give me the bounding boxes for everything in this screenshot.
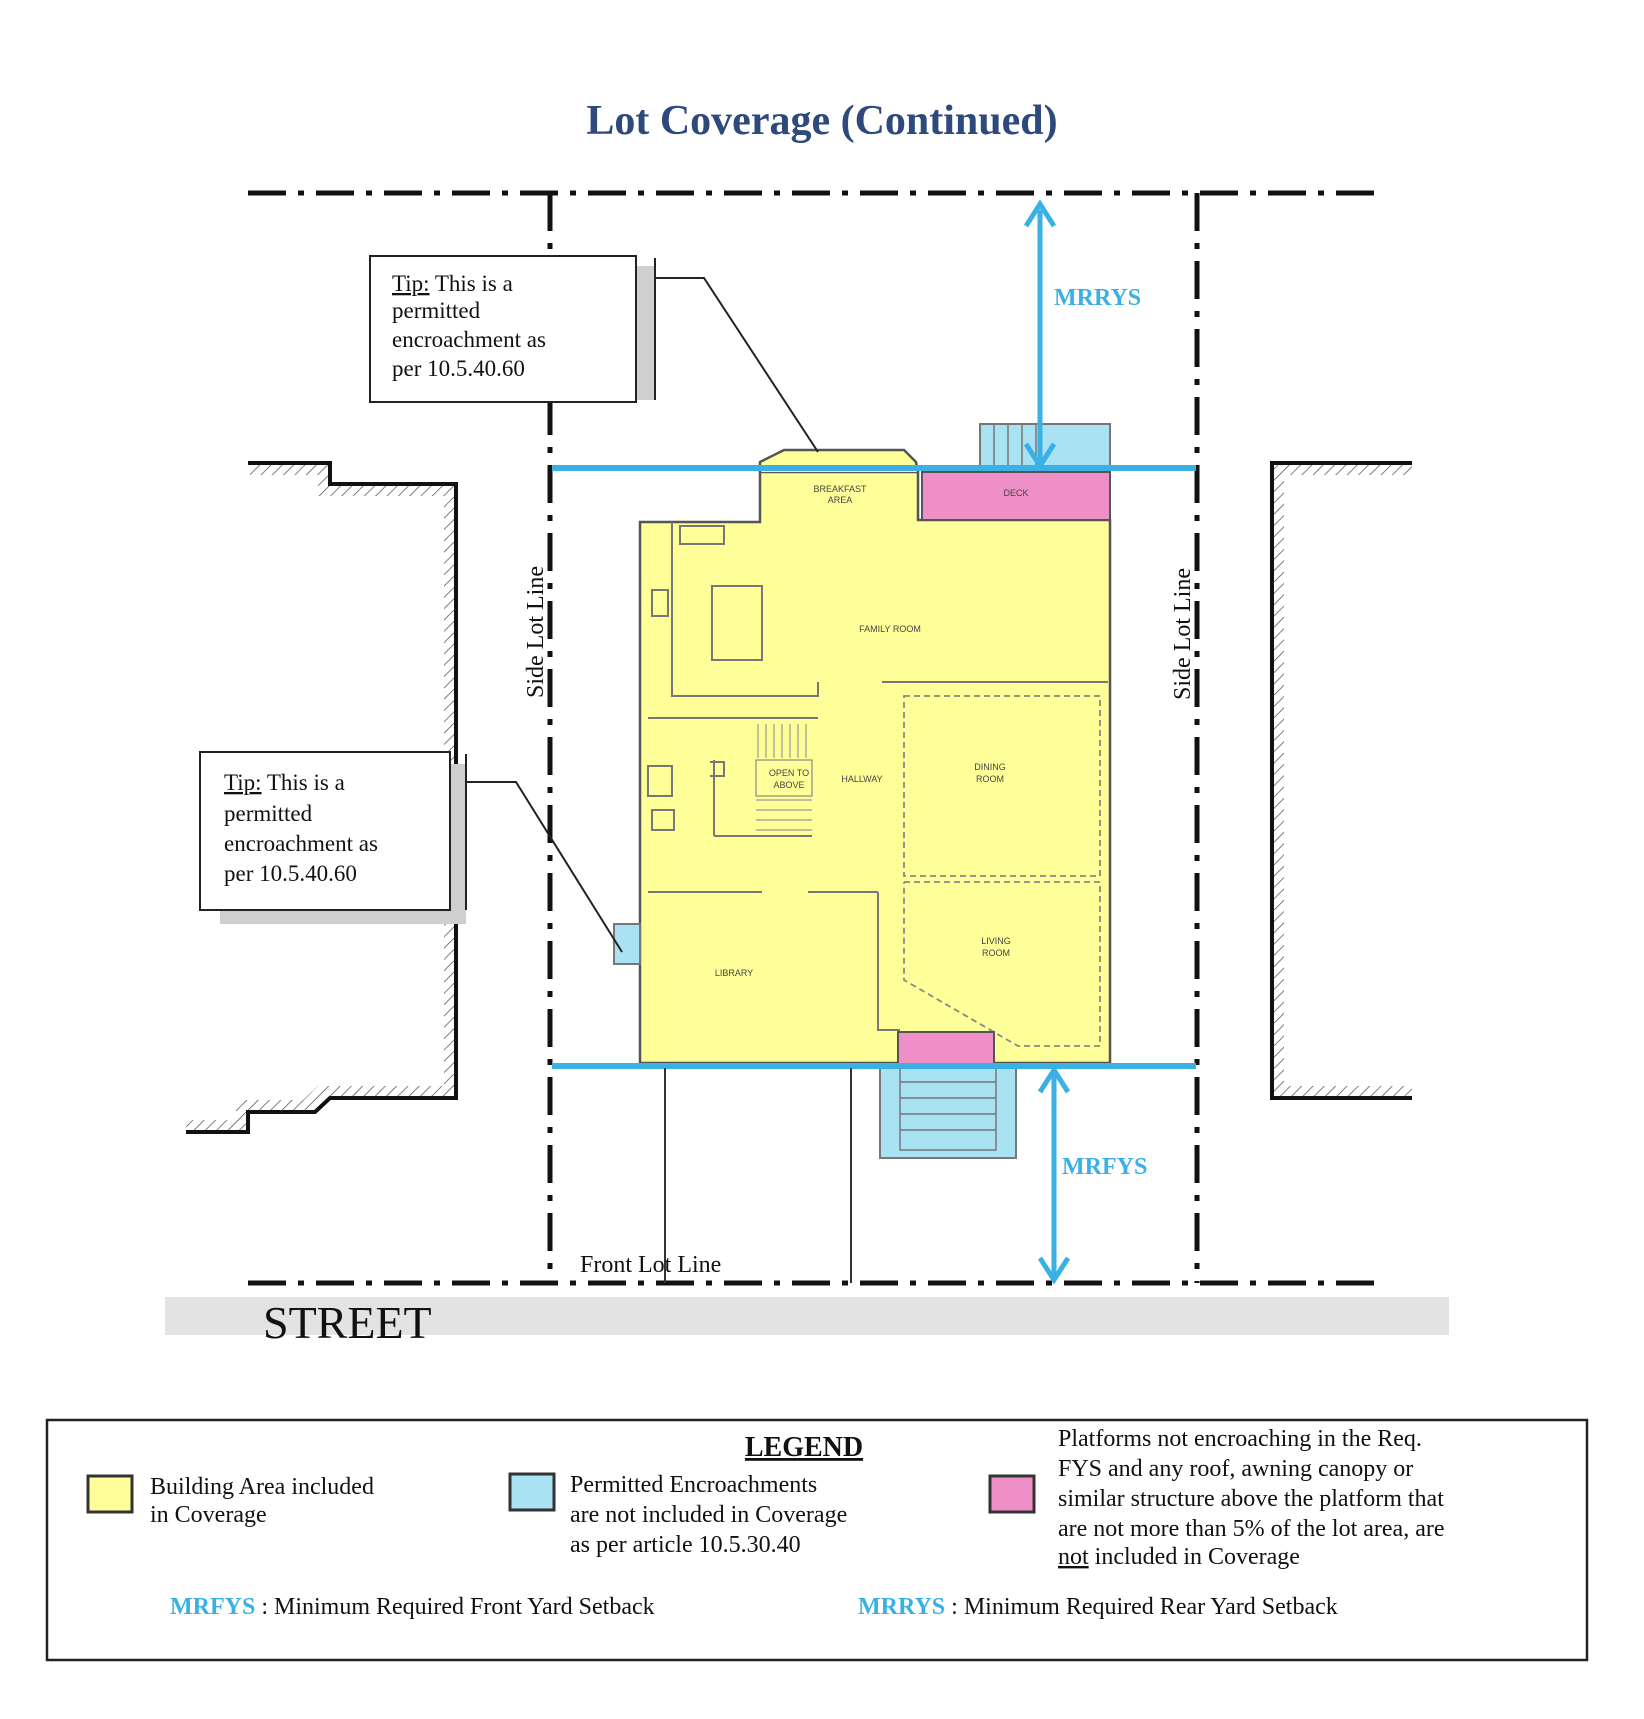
rear-steps-encroachment — [979, 423, 1111, 471]
legend-text: are not more than 5% of the lot area, ar… — [1058, 1516, 1444, 1542]
tip-line: per 10.5.40.60 — [224, 861, 357, 886]
room-labels: BREAKFAST AREA DECK FAMILY ROOM OPEN TO … — [715, 484, 1029, 978]
front-steps-encroachment — [879, 1065, 1017, 1159]
room-label: LIVING — [981, 936, 1011, 946]
neighbor-house-right — [1270, 461, 1412, 1100]
front-porch-platform — [897, 1031, 995, 1067]
legend-text: in Coverage — [150, 1502, 267, 1528]
room-label: ROOM — [982, 948, 1010, 958]
abbr-text: : Minimum Required Front Yard Setback — [255, 1594, 654, 1620]
tip-prefix: Tip: — [392, 271, 430, 296]
room-label: HALLWAY — [841, 774, 882, 784]
room-label: AREA — [828, 495, 853, 505]
mrfys-label: MRFYS — [1062, 1154, 1147, 1180]
svg-text:Tip: This is a: Tip: This is a — [392, 271, 513, 296]
tip-line: per 10.5.40.60 — [392, 356, 525, 381]
room-label: ROOM — [976, 774, 1004, 784]
abbr-code: MRRYS — [858, 1594, 945, 1620]
legend-text: are not included in Coverage — [570, 1502, 847, 1528]
legend-text: Platforms not encroaching in the Req. — [1058, 1426, 1422, 1452]
legend-swatch-building — [86, 1474, 134, 1514]
room-label: BREAKFAST — [813, 484, 867, 494]
legend-text: FYS and any roof, awning canopy or — [1058, 1456, 1413, 1482]
tip-line: encroachment as — [224, 831, 378, 856]
svg-text:MRRYS : Minimum Required Rear: MRRYS : Minimum Required Rear Yard Setba… — [858, 1594, 1338, 1620]
building-footprint — [638, 448, 1112, 1065]
legend-swatch-platform — [988, 1474, 1036, 1514]
room-label: DINING — [974, 762, 1006, 772]
street-label: STREET — [263, 1297, 432, 1348]
legend-box: LEGEND Building Area included in Coverag… — [45, 1418, 1589, 1662]
room-label: LIBRARY — [715, 968, 753, 978]
lot-lines — [248, 190, 1385, 1286]
legend-swatch-encroachment — [508, 1472, 556, 1512]
tip-line: permitted — [392, 298, 481, 323]
legend-title: LEGEND — [745, 1432, 863, 1463]
side-lot-line-right-label: Side Lot Line — [1170, 568, 1196, 700]
abbr-code: MRFYS — [170, 1594, 255, 1620]
side-lot-line-left-label: Side Lot Line — [523, 566, 549, 698]
tip-prefix: Tip: — [224, 770, 262, 795]
page-title: Lot Coverage (Continued) — [586, 98, 1057, 144]
abbr-text: : Minimum Required Rear Yard Setback — [945, 1594, 1338, 1620]
legend-text: as per article 10.5.30.40 — [570, 1532, 801, 1558]
tip-callout-upper: Tip: This is a permitted encroachment as… — [369, 255, 819, 453]
room-label: ABOVE — [773, 780, 804, 790]
deck-platform — [921, 471, 1111, 521]
legend-text: Permitted Encroachments — [570, 1472, 817, 1498]
mrrys-arrow — [1023, 199, 1057, 471]
legend-not-emphasis: not — [1058, 1544, 1089, 1570]
legend-text: Building Area included — [150, 1474, 374, 1500]
legend-text: similar structure above the platform tha… — [1058, 1486, 1444, 1512]
tip-line: encroachment as — [392, 327, 546, 352]
room-label: FAMILY ROOM — [859, 624, 921, 634]
svg-text:not included in Coverage: not included in Coverage — [1058, 1544, 1300, 1570]
mrfys-arrow — [1037, 1065, 1071, 1285]
room-label: OPEN TO — [769, 768, 809, 778]
side-window-encroachment — [613, 923, 641, 965]
street-band — [165, 1297, 1449, 1335]
svg-text:Tip: This is a: Tip: This is a — [224, 770, 345, 795]
neighbor-house-left — [186, 461, 458, 1134]
tip-line: permitted — [224, 801, 313, 826]
mrrys-label: MRRYS — [1054, 285, 1141, 311]
room-label: DECK — [1003, 488, 1028, 498]
svg-text:MRFYS : Minimum Required Front: MRFYS : Minimum Required Front Yard Setb… — [170, 1594, 655, 1620]
tip-callout-lower: Tip: This is a permitted encroachment as… — [199, 751, 623, 953]
front-lot-line-label: Front Lot Line — [580, 1252, 721, 1278]
